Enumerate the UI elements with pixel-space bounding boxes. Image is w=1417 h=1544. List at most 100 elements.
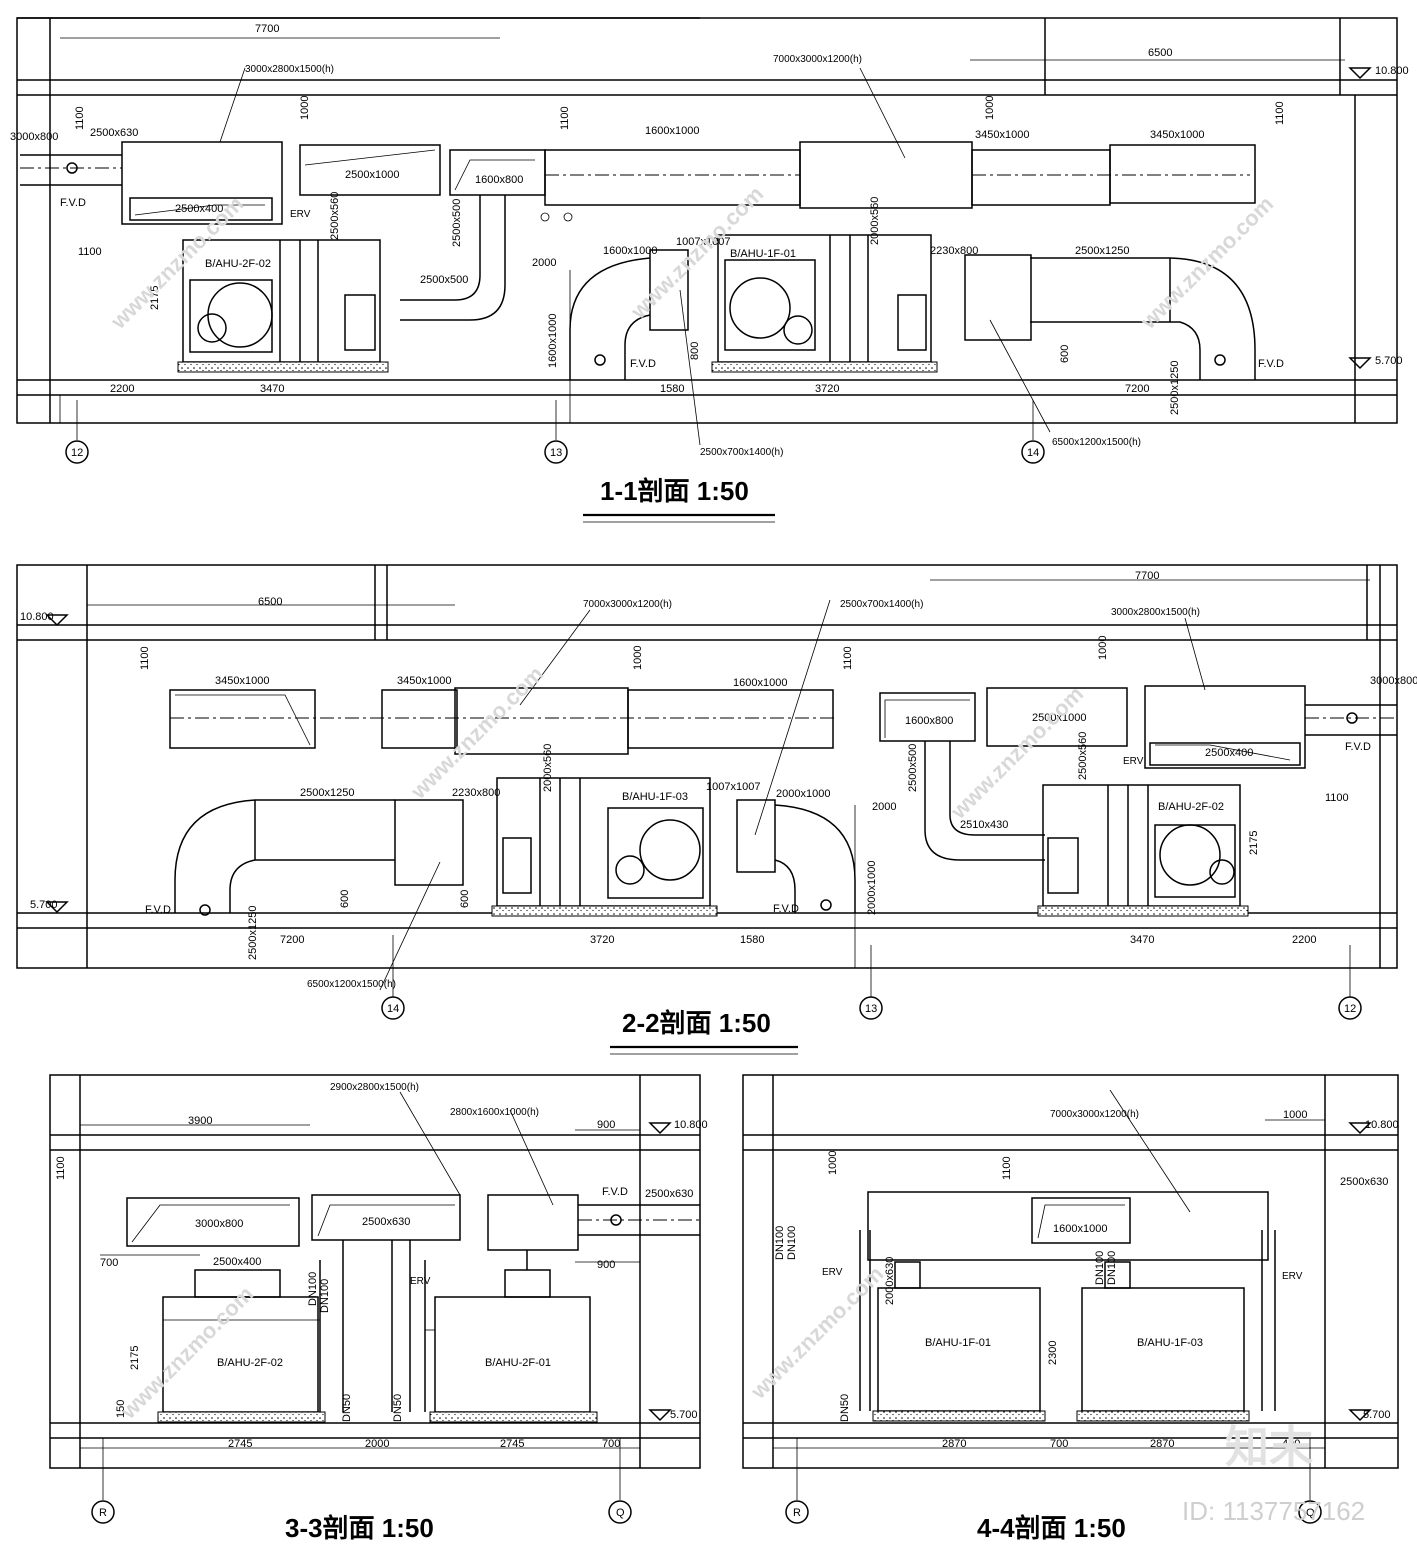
- dim-vertical: DN100: [786, 1226, 798, 1260]
- dim-bottom: 3470: [1130, 934, 1154, 946]
- erv-label: ERV: [1282, 1271, 1303, 1282]
- dim-bottom: 3720: [815, 383, 839, 395]
- fvd-label: F.V.D: [60, 197, 86, 209]
- dim-vertical: 150: [115, 1400, 127, 1418]
- dim-bottom: 2745: [500, 1438, 524, 1450]
- unit-label: B/AHU-2F-02: [1158, 801, 1224, 813]
- level-label: 5.700: [1363, 1409, 1391, 1421]
- erv-label: ERV: [822, 1267, 843, 1278]
- dim-bottom: 700: [602, 1438, 620, 1450]
- section-3-3: [49, 1074, 701, 1524]
- duct-label: 2500x1250: [1075, 245, 1129, 257]
- dim-vertical: 1100: [1274, 101, 1286, 125]
- dim-vertical: DN100: [1094, 1251, 1106, 1285]
- erv-label: ERV: [410, 1276, 431, 1287]
- dim-top: 3900: [188, 1115, 212, 1127]
- watermark-site: www.znzmo.com: [745, 1261, 888, 1404]
- fvd-label: F.V.D: [630, 358, 656, 370]
- plenum-label: 2800x1600x1000(h): [450, 1107, 539, 1118]
- duct-label: 1007x1007: [706, 781, 760, 793]
- dim-bottom: 2870: [1150, 1438, 1174, 1450]
- dim-vertical: 2500x500: [907, 744, 919, 792]
- erv-label: ERV: [290, 209, 311, 220]
- duct-label: 1600x800: [905, 715, 953, 727]
- dim-vertical: 1600x1000: [547, 314, 559, 368]
- axis-label: 14: [387, 1003, 399, 1015]
- axis-label: 12: [71, 447, 83, 459]
- unit-label: B/AHU-2F-02: [217, 1357, 283, 1369]
- dim-vertical: DN100: [774, 1226, 786, 1260]
- watermark-site: www.znzmo.com: [945, 681, 1088, 824]
- dim-vertical: DN100: [307, 1272, 319, 1306]
- duct-label: 2000: [532, 257, 556, 269]
- dim-vertical: 2300: [1047, 1341, 1059, 1365]
- dim-vertical: 1100: [559, 106, 571, 130]
- duct-label: 2500x630: [90, 127, 138, 139]
- duct-label: 2500x400: [175, 203, 223, 215]
- watermark-site: www.znzmo.com: [1135, 191, 1278, 334]
- axis-label: 13: [550, 447, 562, 459]
- axis-label: R: [793, 1507, 801, 1519]
- dim-vertical: 1100: [139, 646, 151, 670]
- plenum-label: 2500x700x1400(h): [840, 599, 923, 610]
- plenum-label: 2500x700x1400(h): [700, 447, 783, 458]
- dim-bottom: 400: [1282, 1438, 1300, 1450]
- duct-label: 3450x1000: [975, 129, 1029, 141]
- dim-vertical: 2500x560: [329, 192, 341, 240]
- duct-label: 2000: [872, 801, 896, 813]
- dim-side: 1100: [78, 246, 102, 258]
- fvd-label: F.V.D: [145, 904, 171, 916]
- plenum-label: 3000x2800x1500(h): [1111, 607, 1200, 618]
- duct-label: 1600x1000: [733, 677, 787, 689]
- plenum-label: 7000x3000x1200(h): [1050, 1109, 1139, 1120]
- plenum-label: 3000x2800x1500(h): [245, 64, 334, 75]
- dim-vertical: DN100: [1106, 1251, 1118, 1285]
- dim-vertical: 1100: [74, 106, 86, 130]
- dim-vertical: 1100: [1001, 1156, 1013, 1180]
- dim-bottom: 1580: [740, 934, 764, 946]
- dim-bottom: 2200: [110, 383, 134, 395]
- dim-bottom: 3470: [260, 383, 284, 395]
- duct-label: 2500x400: [1205, 747, 1253, 759]
- dim-vertical: 600: [459, 890, 471, 908]
- dim-side: 900: [597, 1259, 615, 1271]
- plenum-label: 6500x1200x1500(h): [1052, 437, 1141, 448]
- duct-label: 2500x1250: [300, 787, 354, 799]
- duct-label: 1007x1007: [676, 236, 730, 248]
- duct-label: 2500x630: [362, 1216, 410, 1228]
- duct-label: 2500x1000: [345, 169, 399, 181]
- dim-vertical: 2000x560: [869, 197, 881, 245]
- duct-label: 2230x800: [452, 787, 500, 799]
- dim-top: 6500: [1148, 47, 1172, 59]
- level-label: 5.700: [30, 899, 58, 911]
- section-1-1-title: 1-1剖面 1:50: [600, 476, 749, 506]
- fvd-label: F.V.D: [1258, 358, 1284, 370]
- fvd-label: F.V.D: [773, 903, 799, 915]
- dim-side: 1100: [1325, 792, 1349, 804]
- dim-bottom: 3720: [590, 934, 614, 946]
- dim-top: 7700: [255, 23, 279, 35]
- dim-bottom: 7200: [1125, 383, 1149, 395]
- duct-label: 3000x800: [1370, 675, 1417, 687]
- axis-label: 14: [1027, 447, 1039, 459]
- duct-label: 3000x800: [195, 1218, 243, 1230]
- unit-label: B/AHU-1F-03: [622, 791, 688, 803]
- dim-vertical: 1000: [632, 646, 644, 670]
- unit-label: B/AHU-1F-03: [1137, 1337, 1203, 1349]
- section-1-1: [16, 17, 1398, 523]
- dim-vertical: 2175: [129, 1346, 141, 1370]
- dim-vertical: 2175: [149, 286, 161, 310]
- section-2-2: [16, 564, 1398, 1055]
- axis-label: Q: [1306, 1507, 1315, 1519]
- dim-bottom: 2870: [942, 1438, 966, 1450]
- dim-vertical: 800: [689, 342, 701, 360]
- dim-vertical: 1000: [827, 1151, 839, 1175]
- duct-label: 1600x1000: [645, 125, 699, 137]
- unit-label: B/AHU-2F-01: [485, 1357, 551, 1369]
- duct-label: 3450x1000: [1150, 129, 1204, 141]
- dim-vertical: 600: [1059, 345, 1071, 363]
- duct-label: 2500x400: [213, 1256, 261, 1268]
- section-3-3-title: 3-3剖面 1:50: [285, 1513, 434, 1543]
- duct-label: 3000x800: [10, 131, 58, 143]
- duct-label: 2500x630: [1340, 1176, 1388, 1188]
